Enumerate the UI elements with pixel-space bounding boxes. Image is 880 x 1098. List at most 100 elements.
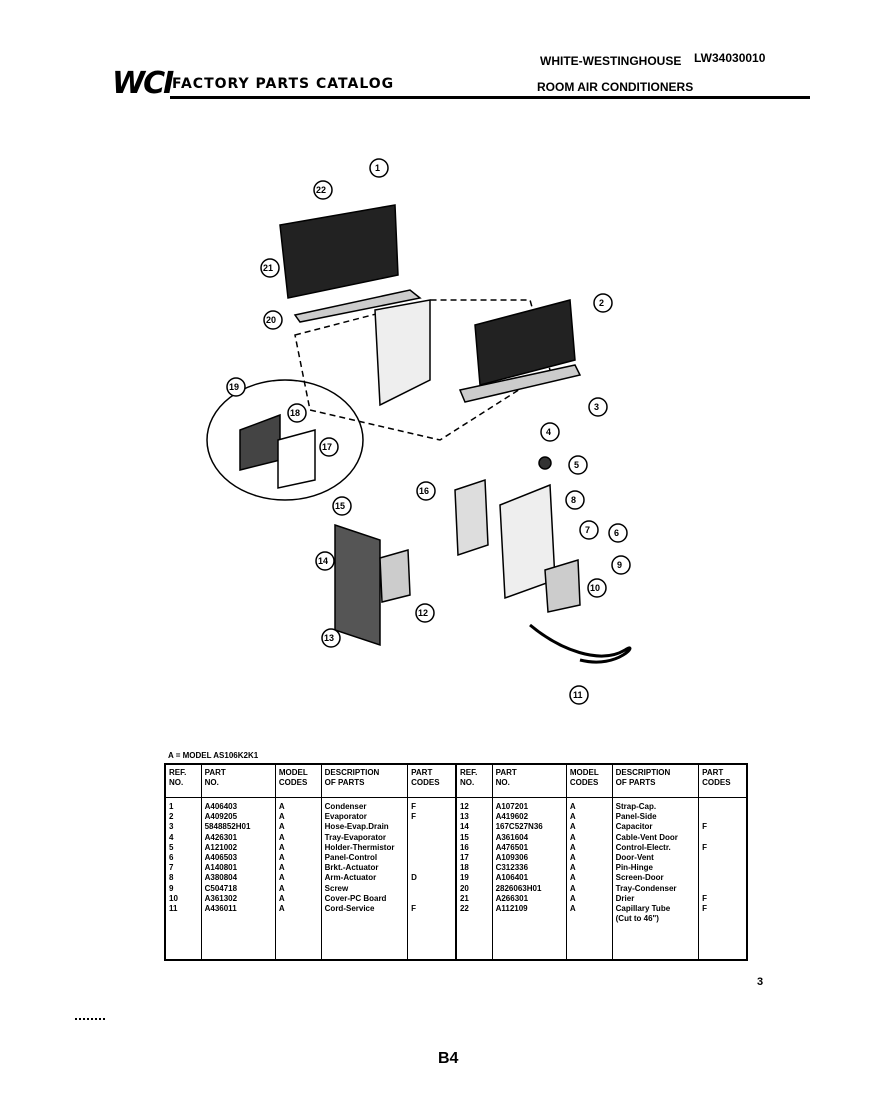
- table-cell: 2: [169, 812, 174, 822]
- table-cell: A140801: [204, 863, 238, 873]
- table-cell: [702, 802, 743, 812]
- header-part-codes-right: PART CODES: [698, 763, 748, 798]
- table-cell: A: [569, 883, 576, 893]
- table-cell: A: [278, 842, 285, 852]
- table-cell: C504718: [204, 883, 238, 893]
- table-cell: A109306: [495, 853, 529, 863]
- table-cell: C312336: [495, 863, 529, 873]
- model-number: LW34030010: [694, 51, 766, 65]
- callout-16: 16: [419, 486, 429, 496]
- callout-1: 1: [375, 163, 380, 173]
- table-cell: Capillary Tube (Cut to 46"): [615, 904, 671, 924]
- callout-8: 8: [571, 495, 576, 505]
- table-cell: 19: [459, 873, 469, 883]
- table-cell: 167C527N36: [495, 822, 543, 832]
- table-cell: Hose-Evap.Drain: [324, 822, 389, 832]
- table-cell: Cover-PC Board: [324, 893, 387, 903]
- catalog-title: FACTORY PARTS CATALOG: [172, 76, 395, 92]
- table-cell: Strap-Cap.: [615, 802, 657, 811]
- callout-21: 21: [263, 263, 273, 273]
- table-cell: 16: [459, 842, 469, 852]
- table-cell: 13: [459, 812, 469, 822]
- table-cell: A409205: [204, 812, 238, 822]
- table-cell: 3: [169, 822, 174, 832]
- table-cell: [411, 884, 452, 894]
- header-description: DESCRIPTION OF PARTS: [320, 763, 409, 798]
- product-line: ROOM AIR CONDITIONERS: [537, 80, 694, 94]
- page-number: 3: [757, 976, 764, 988]
- table-cell: [411, 863, 452, 873]
- table-cell: A380804: [204, 873, 238, 883]
- table-cell: A: [569, 853, 576, 863]
- header-ref-no-right: REF. NO.: [455, 763, 493, 798]
- header-model-codes: MODEL CODES: [274, 763, 322, 798]
- callout-22: 22: [316, 185, 326, 195]
- table-cell: 20: [459, 883, 469, 893]
- table-cell: A: [278, 812, 285, 822]
- table-cell: 21: [459, 893, 469, 903]
- table-cell: A: [278, 883, 285, 893]
- table-cell: 17: [459, 853, 469, 863]
- table-cell: Condenser: [324, 802, 367, 811]
- table-cell: F: [702, 842, 707, 852]
- table-cell: 18: [459, 863, 469, 873]
- callout-15: 15: [335, 501, 345, 511]
- table-cell: Capacitor: [615, 822, 653, 832]
- table-cell: A107201: [495, 802, 529, 811]
- table-cell: Tray-Evaporator: [324, 832, 387, 842]
- table-cell: F: [702, 903, 707, 913]
- table-cell: Control-Electr.: [615, 842, 671, 852]
- table-cell: F: [411, 903, 417, 913]
- header-part-no: PART NO.: [200, 763, 276, 798]
- table-cell: 12: [459, 802, 469, 811]
- table-cell: Drier: [615, 893, 635, 903]
- table-cell: [702, 863, 743, 873]
- table-cell: F: [702, 893, 707, 903]
- table-cell: A: [278, 802, 285, 811]
- table-cell: A: [569, 873, 576, 883]
- callout-11: 11: [573, 690, 583, 700]
- callout-14: 14: [318, 556, 328, 566]
- table-cell: 6: [169, 853, 174, 863]
- table-cell: 1: [169, 802, 174, 811]
- callout-10: 10: [590, 583, 600, 593]
- table-cell: 8: [169, 873, 174, 883]
- callout-18: 18: [290, 408, 300, 418]
- table-cell: A: [278, 822, 285, 832]
- table-cell: A: [569, 893, 576, 903]
- table-header-row: REF. NO. PART NO. MODEL CODES DESCRIPTIO…: [164, 763, 748, 798]
- parts-table: REF. NO. PART NO. MODEL CODES DESCRIPTIO…: [164, 763, 748, 961]
- brand-name: WHITE-WESTINGHOUSE: [540, 54, 682, 68]
- table-cell: A: [569, 812, 576, 822]
- table-cell: [702, 873, 743, 883]
- table-cell: A406403: [204, 802, 238, 811]
- table-cell: [702, 884, 743, 894]
- table-cell: Cord-Service: [324, 904, 375, 914]
- callout-9: 9: [617, 560, 622, 570]
- table-cell: [702, 833, 743, 843]
- footer-mark: [75, 1018, 105, 1020]
- table-cell: 10: [169, 893, 178, 903]
- table-cell: [411, 853, 452, 863]
- table-cell: F: [411, 812, 417, 822]
- header-ref-no: REF. NO.: [164, 763, 202, 798]
- header-part-no-right: PART NO.: [491, 763, 567, 798]
- callout-4: 4: [546, 427, 551, 437]
- callout-13: 13: [324, 633, 334, 643]
- table-cell: Pin-Hinge: [615, 863, 653, 873]
- table-cell: 2826063H01: [495, 883, 542, 893]
- wci-logo-mark: WCI: [112, 66, 174, 101]
- table-cell: 5848852H01: [204, 822, 251, 832]
- table-cell: F: [702, 822, 707, 832]
- table-cell: A426301: [204, 832, 238, 842]
- callout-20: 20: [266, 315, 276, 325]
- callout-17: 17: [322, 442, 332, 452]
- table-cell: Evaporator: [324, 812, 367, 822]
- table-cell: [702, 812, 743, 822]
- table-cell: [411, 822, 452, 832]
